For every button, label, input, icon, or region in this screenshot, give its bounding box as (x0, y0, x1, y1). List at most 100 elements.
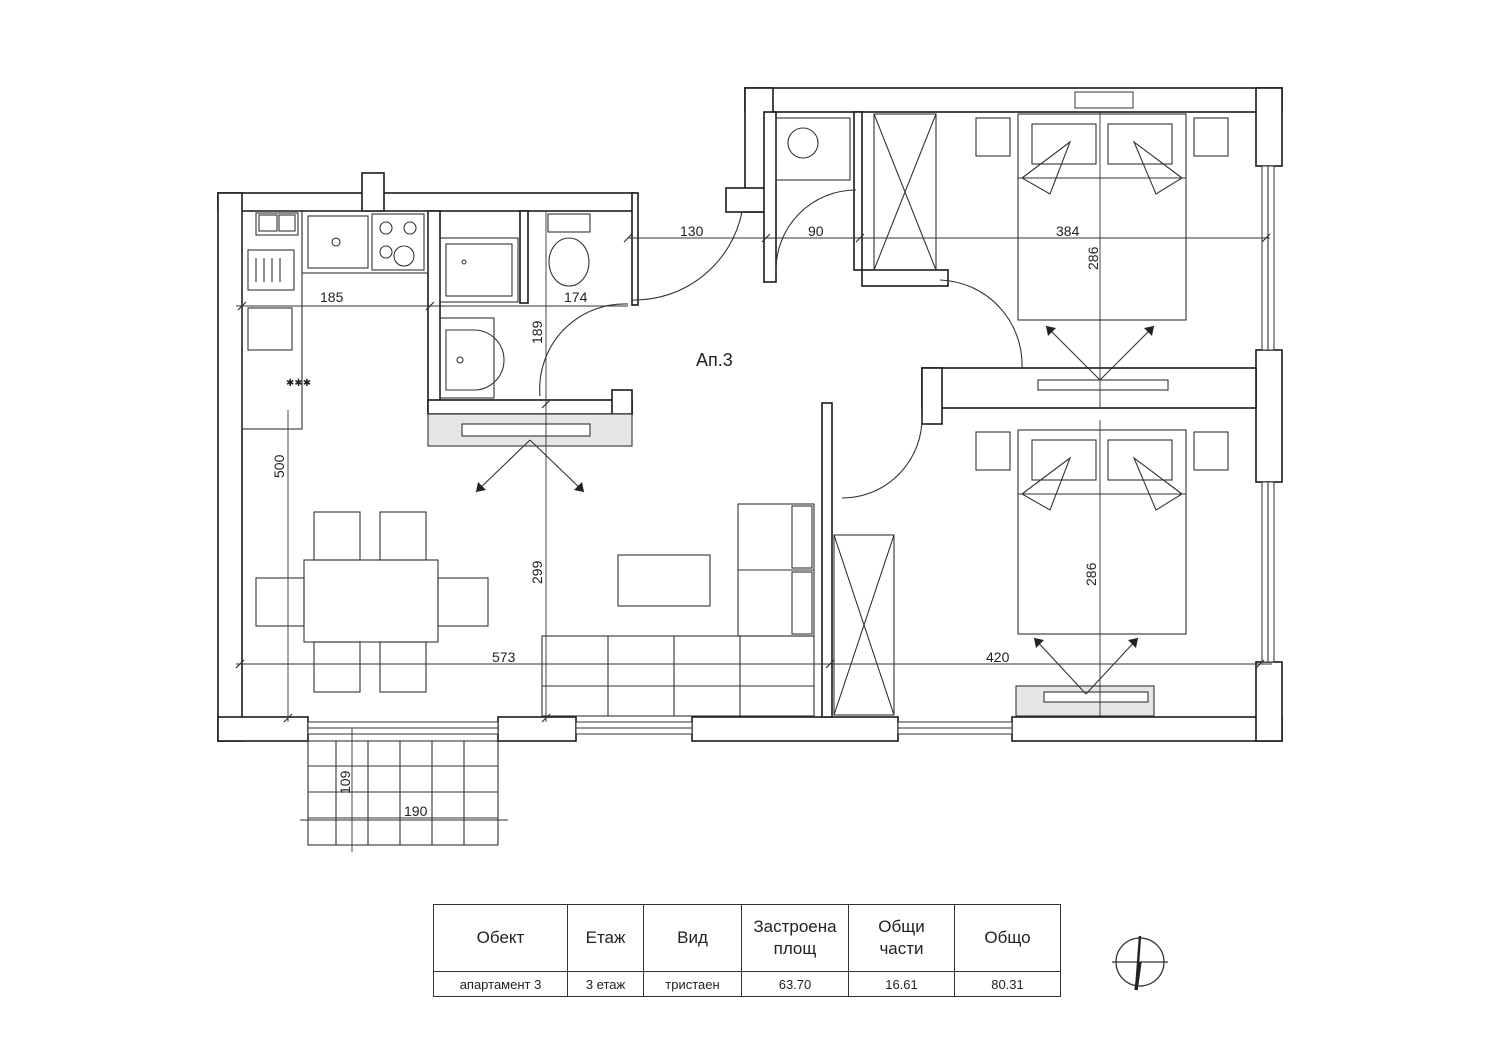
oven-icon (247, 307, 293, 351)
cell-object: апартамент 3 (433, 971, 568, 997)
chair-icon (313, 641, 361, 693)
nightstand-icon (1193, 117, 1229, 157)
dim-label: 174 (564, 289, 588, 305)
bathroom (439, 213, 591, 399)
corridor-wall-1 (763, 111, 777, 283)
wardrobe-bedroom2 (833, 534, 895, 716)
chimney (361, 172, 385, 212)
entrance-door-swing (631, 211, 743, 301)
header-built-area: Застроена площ (741, 904, 849, 972)
window-top-right (1074, 91, 1134, 109)
area-table-row: апартамент 3 3 етаж тристаен 63.70 16.61… (433, 971, 1061, 997)
cell-floor: 3 етаж (567, 971, 644, 997)
dim-label: 189 (529, 320, 545, 344)
corridor-wall-2 (853, 111, 863, 271)
dim-label: 90 (808, 223, 824, 239)
nightstand-icon (975, 117, 1011, 157)
dishwasher-icon (247, 249, 295, 291)
wardrobe-wall-bottom (861, 269, 949, 287)
hob-marks: ✱✱✱ (286, 378, 311, 389)
washbasin-icon (445, 329, 505, 391)
cell-type: тристаен (643, 971, 742, 997)
bedroom-2 (975, 429, 1229, 717)
bedroom2-door-swing (841, 415, 923, 499)
bathroom-door-swing (539, 303, 629, 397)
north-arrow-icon (1112, 935, 1168, 991)
shower-tray-icon (439, 237, 519, 303)
toilet-icon (548, 237, 590, 287)
wall-top-left (217, 192, 635, 212)
sofa-bottom (541, 635, 815, 717)
double-bed-icon (1017, 113, 1187, 321)
chair-icon (437, 577, 489, 627)
doors (539, 189, 1023, 499)
bedroom-1 (975, 113, 1229, 391)
cell-total: 80.31 (954, 971, 1061, 997)
dim-label: 109 (337, 770, 353, 794)
kitchen: ✱✱✱ (241, 210, 429, 430)
view-arrows (475, 325, 1155, 695)
bath-door-jamb (631, 192, 639, 306)
dim-label: 286 (1083, 562, 1099, 586)
dim-label: 500 (271, 454, 287, 478)
dimension-lines (235, 112, 1272, 852)
header-common-parts: Общи части (848, 904, 955, 972)
dim-label: 190 (404, 803, 428, 819)
nightstand-icon (975, 431, 1011, 471)
balcony (307, 740, 499, 846)
washbasin-cabinet-icon (439, 317, 495, 399)
cell-built-area: 63.70 (741, 971, 849, 997)
stove-icon (371, 213, 425, 271)
walls (217, 87, 1283, 742)
kitchen-counter-left (241, 210, 303, 430)
area-table-header: Обект Етаж Вид Застроена площ Общи части… (433, 904, 1061, 972)
bath-wall-mid (519, 210, 529, 304)
wall-right-3 (1255, 661, 1283, 742)
cell-common-parts: 16.61 (848, 971, 955, 997)
wall-bottom-3 (691, 716, 899, 742)
chair-icon (313, 511, 361, 561)
dining-table (303, 559, 439, 643)
toilet-cistern-icon (547, 213, 591, 233)
bath-wall-left (427, 210, 441, 412)
dim-label: 299 (529, 560, 545, 584)
bath-wall-bottom (427, 399, 633, 415)
partition-stub (921, 367, 943, 425)
header-total: Общо (954, 904, 1061, 972)
wardrobe-bedroom1 (873, 113, 937, 271)
coffee-table (617, 554, 711, 607)
dim-label: 185 (320, 289, 344, 305)
kitchen-counter-top (301, 210, 429, 274)
dim-label: 573 (492, 649, 516, 665)
header-type: Вид (643, 904, 742, 972)
washer-icon (307, 215, 369, 269)
dim-label: 286 (1085, 246, 1101, 270)
header-object: Обект (433, 904, 568, 972)
chair-icon (379, 511, 427, 561)
wall-right-1 (1255, 87, 1283, 167)
nightstand-icon (1193, 431, 1229, 471)
windows (307, 91, 1275, 735)
header-floor: Етаж (567, 904, 644, 972)
balcony-floor (307, 740, 499, 846)
wall-right-2 (1255, 349, 1283, 483)
chair-icon (255, 577, 305, 627)
chair-icon (379, 641, 427, 693)
wall-bottom-2 (497, 716, 577, 742)
sink-icon (255, 212, 299, 236)
tv-icon (461, 423, 591, 437)
corridor-door-swing (775, 189, 857, 273)
tv-icon (1037, 379, 1169, 391)
wall-bottom-1 (217, 716, 309, 742)
living-bedroom-wall (821, 402, 833, 718)
boiler-icon (775, 117, 851, 181)
tv-icon (1043, 691, 1149, 703)
living-furniture (255, 503, 815, 717)
area-table: Обект Етаж Вид Застроена площ Общи части… (433, 904, 1061, 997)
double-bed-icon (1017, 429, 1187, 635)
apartment-label: Ап.3 (696, 350, 733, 370)
dimension-labels: 130 90 384 286 185 174 189 500 299 573 4… (271, 223, 1101, 819)
dim-label: 384 (1056, 223, 1080, 239)
wall-top-right (744, 87, 1283, 113)
